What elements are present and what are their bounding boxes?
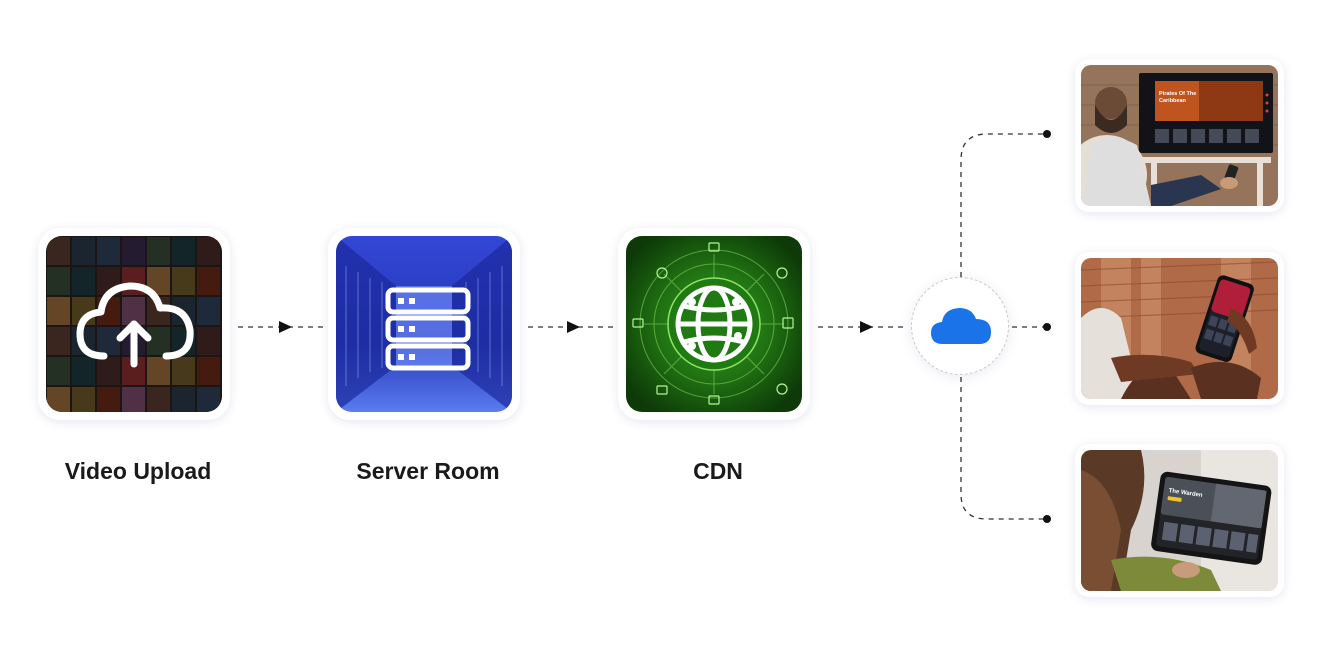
server-room-image (336, 236, 512, 412)
connector-cloud-tv (960, 133, 1046, 277)
tablet-card: The Warden (1075, 444, 1284, 597)
smart-tv-device: Pirates Of The Caribbean (1081, 65, 1278, 206)
connector-cloud-tablet (960, 377, 1046, 520)
stage-label-server-room: Server Room (356, 458, 500, 484)
endpoint-dot-tablet (1043, 515, 1051, 523)
smartphone-image (1081, 258, 1278, 399)
smartphone-card (1075, 252, 1284, 405)
stage-label-cdn: CDN (693, 458, 743, 484)
cloud-icon (931, 308, 991, 344)
tablet-screen-title: The Warden (1168, 488, 1203, 499)
tv-screen-title-line2: Caribbean (1159, 98, 1187, 104)
stage-label-video-upload: Video Upload (64, 458, 212, 484)
cdn-image (626, 236, 802, 412)
tablet-image: The Warden (1081, 450, 1278, 591)
arrow-head-2 (567, 321, 580, 333)
cloud-hub (911, 277, 1009, 375)
endpoint-dot-phone (1043, 323, 1051, 331)
tv-screen-title-line1: Pirates Of The (1159, 91, 1196, 97)
video-upload-card (38, 228, 230, 420)
tablet-device: The Warden (1081, 450, 1278, 591)
globe-icon (675, 285, 753, 363)
arrow-head-3 (860, 321, 873, 333)
cloud-upload-icon (76, 282, 194, 368)
server-room-card (328, 228, 520, 420)
cdn-card (618, 228, 810, 420)
arrow-head-1 (279, 321, 292, 333)
server-icon (385, 287, 471, 371)
smart-tv-image: Pirates Of The Caribbean (1081, 65, 1278, 206)
smart-tv-card: Pirates Of The Caribbean (1075, 59, 1284, 212)
video-upload-image (46, 236, 222, 412)
endpoint-dot-tv (1043, 130, 1051, 138)
smartphone-device (1081, 258, 1278, 399)
